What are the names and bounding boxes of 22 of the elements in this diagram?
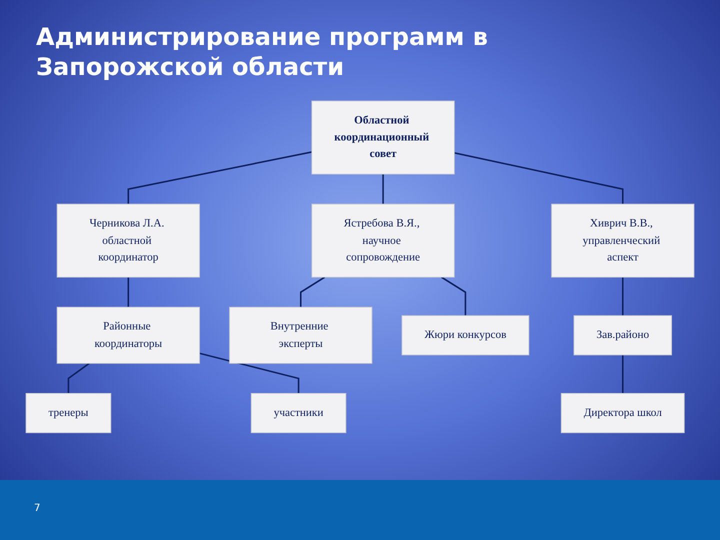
slide-title: Администрирование программ в Запорожской области [36,22,489,82]
connector [199,352,300,394]
connector [68,362,90,394]
connector [622,354,624,394]
node-box: участники [250,393,346,434]
node-box: Хиврич В.В., управленческий аспект [551,204,694,278]
connector [454,152,624,204]
page-number: 7 [34,503,40,514]
node-box: Директора школ [560,393,685,434]
node-box: Ястребова В.Я., научное сопровождение [311,204,455,278]
connector [128,277,130,308]
connector [382,174,384,204]
connector [128,151,312,204]
node-box: Жюри конкурсов [402,315,530,356]
node-box: тренеры [26,393,112,434]
node-box: Районные координаторы [56,306,200,364]
node-box: Зав.районо [574,315,672,356]
node-box: Областной координационный совет [311,100,455,174]
connector [300,276,326,308]
connector [622,277,624,316]
node-box: Черникова Л.А. областной координатор [56,204,200,278]
node-box: Внутренние эксперты [229,306,372,364]
